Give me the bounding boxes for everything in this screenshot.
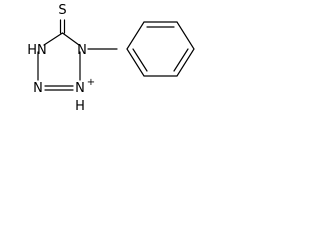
atom-n-phenyl: N bbox=[77, 43, 87, 58]
atom-h-bottom-right: H bbox=[75, 99, 85, 114]
phenyl-inner-bond-3 bbox=[132, 48, 148, 72]
atom-sulfur: S bbox=[58, 3, 66, 18]
bond-c-n4 bbox=[61, 32, 80, 46]
structure-svg: S HN N N N H + bbox=[27, 3, 195, 114]
atom-nh-top-left: HN bbox=[27, 43, 47, 58]
bond-c-n1h bbox=[43, 32, 64, 46]
charge-plus: + bbox=[87, 77, 95, 88]
atom-n-bottom-right: N bbox=[75, 81, 85, 96]
chemical-structure-diagram: S HN N N N H + bbox=[0, 0, 202, 119]
phenyl-ring bbox=[126, 21, 195, 77]
phenyl-inner-bond-2 bbox=[173, 48, 189, 72]
atom-n-bottom-left: N bbox=[33, 81, 43, 96]
